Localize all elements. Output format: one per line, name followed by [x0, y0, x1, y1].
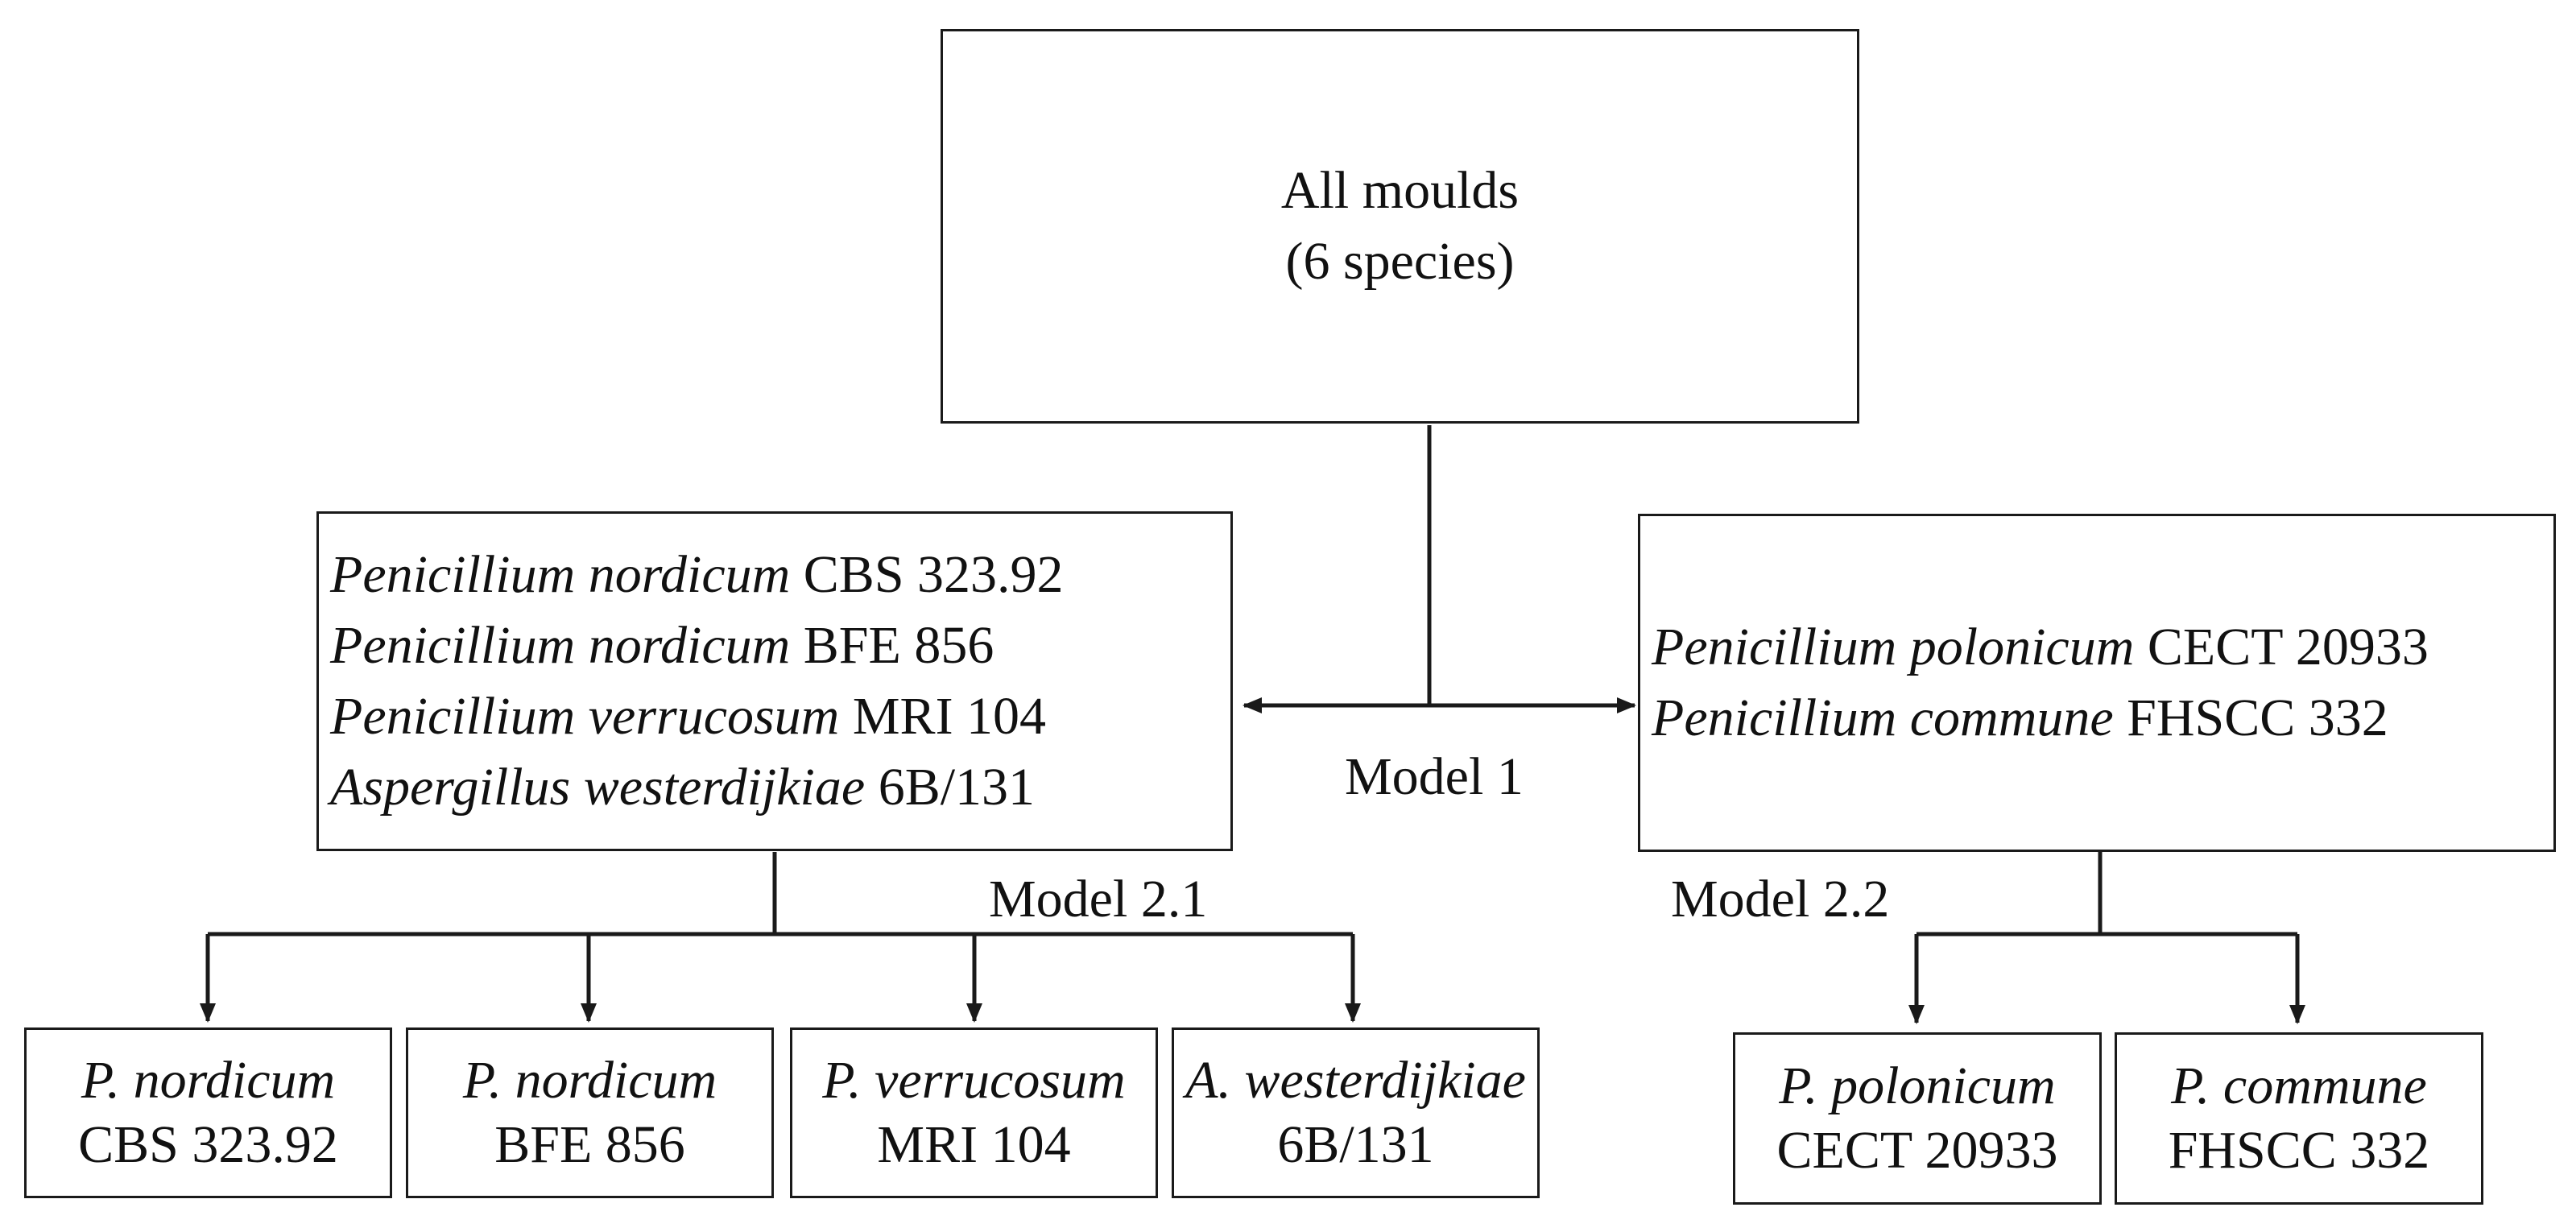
species-name: P. nordicum: [81, 1051, 336, 1110]
left-group-line: Penicillium nordicum BFE 856: [330, 610, 1230, 681]
strain-id: CECT 20933: [1776, 1121, 2058, 1180]
species-name: P. nordicum: [462, 1051, 717, 1110]
left-group-line: Penicillium nordicum CBS 323.92: [330, 540, 1230, 610]
strain-id: MRI 104: [852, 687, 1047, 746]
species-name: Penicillium nordicum: [330, 616, 791, 675]
leaf-node: A. westerdijkiae 6B/131: [1172, 1027, 1540, 1198]
leaf-node: P. nordicum BFE 856: [406, 1027, 774, 1198]
species-name: P. commune: [2171, 1056, 2427, 1115]
left-group-node: Penicillium nordicum CBS 323.92 Penicill…: [316, 511, 1233, 851]
strain-id: FHSCC 332: [2168, 1121, 2430, 1180]
species-name: Aspergillus westerdijkiae: [330, 758, 866, 817]
leaf-node: P. commune FHSCC 332: [2115, 1032, 2483, 1205]
model-1-label: Model 1: [1345, 747, 1524, 806]
species-name: P. verrucosum: [822, 1051, 1126, 1110]
model-2-1-label: Model 2.1: [989, 870, 1208, 928]
right-group-line: Penicillium commune FHSCC 332: [1652, 683, 2553, 754]
right-group-line: Penicillium polonicum CECT 20933: [1652, 612, 2553, 683]
strain-id: BFE 856: [803, 616, 994, 675]
strain-id: CBS 323.92: [78, 1115, 338, 1174]
species-name: Penicillium verrucosum: [330, 687, 840, 746]
leaf-node: P. polonicum CECT 20933: [1733, 1032, 2102, 1205]
strain-id: MRI 104: [877, 1115, 1071, 1174]
species-name: P. polonicum: [1779, 1056, 2056, 1115]
species-name: Penicillium polonicum: [1652, 618, 2135, 676]
strain-id: 6B/131: [878, 758, 1036, 817]
right-group-node: Penicillium polonicum CECT 20933 Penicil…: [1638, 514, 2556, 852]
species-name: A. westerdijkiae: [1185, 1051, 1526, 1110]
left-group-line: Penicillium verrucosum MRI 104: [330, 681, 1230, 752]
root-title: All moulds: [1280, 161, 1520, 220]
strain-id: FHSCC 332: [2127, 688, 2388, 747]
species-name: Penicillium nordicum: [330, 545, 791, 604]
strain-id: 6B/131: [1277, 1115, 1434, 1174]
left-group-line: Aspergillus westerdijkiae 6B/131: [330, 752, 1230, 823]
root-subtitle: (6 species): [1285, 232, 1515, 291]
root-node: All moulds (6 species): [941, 29, 1859, 424]
species-name: Penicillium commune: [1652, 688, 2114, 747]
strain-id: BFE 856: [494, 1115, 685, 1174]
strain-id: CBS 323.92: [803, 545, 1064, 604]
strain-id: CECT 20933: [2147, 618, 2429, 676]
leaf-node: P. nordicum CBS 323.92: [24, 1027, 392, 1198]
leaf-node: P. verrucosum MRI 104: [790, 1027, 1158, 1198]
model-2-2-label: Model 2.2: [1671, 870, 1890, 928]
